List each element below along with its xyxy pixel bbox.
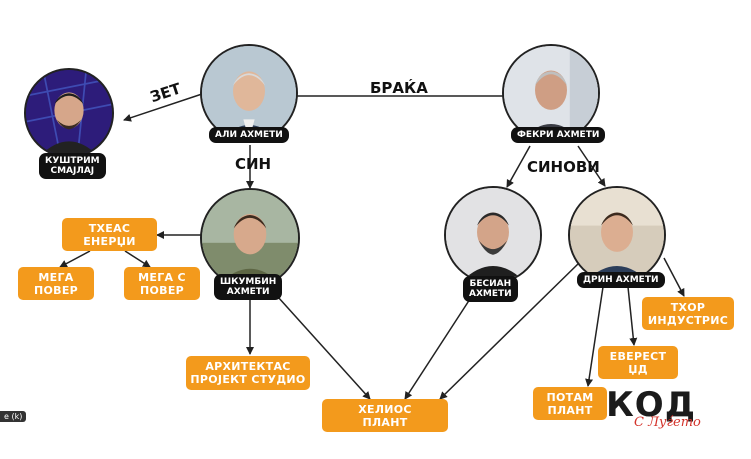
- company-potam-plant: ПОТАМ ПЛАНТ: [533, 387, 607, 420]
- name-badge-drin-ahmeti: ДРИН АХМЕТИ: [577, 272, 665, 288]
- company-everest-dd: ЕВЕРЕСТ ЏД: [598, 346, 678, 379]
- portrait-icon: [570, 188, 664, 282]
- company-architektas-project-studio: АРХИТЕКТАС ПРОЈЕКТ СТУДИО: [186, 356, 310, 390]
- person-name-line2: СМАЈЛАЈ: [50, 166, 95, 176]
- company-name-line2: ИНДУСТРИС: [647, 313, 729, 327]
- person-name: ФЕКРИ АХМЕТИ: [517, 130, 600, 140]
- edge-drin-thor: [663, 257, 685, 297]
- edge-theas-megas: [124, 250, 151, 268]
- company-name-line2: ПРОЈЕКТ СТУДИО: [190, 373, 306, 386]
- edge-drin-potam: [585, 286, 604, 387]
- name-badge-shkumbin-ahmeti: ШКУМБИН АХМЕТИ: [214, 274, 283, 300]
- portrait-icon: [202, 46, 296, 140]
- edge-drin-everest: [627, 286, 638, 346]
- company-name-line2: ПОВЕР: [33, 283, 79, 297]
- company-name-line2: ПЛАНТ: [547, 403, 593, 417]
- company-mega-power: МЕГА ПОВЕР: [18, 267, 94, 300]
- corner-tag: e (k): [0, 411, 27, 422]
- edge-ali-kushtrim: [123, 93, 203, 122]
- label-sons: СИНОВИ: [527, 158, 600, 176]
- kod-logo: КОД С Луѓето: [600, 385, 720, 445]
- person-name-line1: ШКУМБИН: [220, 277, 277, 287]
- company-helios-plant: ХЕЛИОС ПЛАНТ: [322, 399, 448, 432]
- portrait-icon: [504, 46, 598, 140]
- logo-script-text: С Луѓето: [634, 415, 701, 430]
- edge-besian-helios: [404, 298, 471, 400]
- photo-kushtrim-smajlaj: [24, 68, 114, 158]
- company-name-line2: ПЛАНТ: [362, 415, 408, 429]
- company-name-line2: ЕНЕРЏИ: [83, 234, 136, 248]
- label-brothers: БРАЌА: [370, 78, 428, 97]
- name-badge-kushtrim-smajlaj: КУШТРИМ СМАЈЛАЈ: [39, 153, 106, 179]
- company-name-line1: ТХЕАС: [88, 221, 131, 235]
- name-badge-ali-ahmeti: АЛИ АХМЕТИ: [209, 127, 289, 143]
- company-name-line2: ЏД: [628, 362, 648, 376]
- portrait-icon: [446, 188, 540, 282]
- name-badge-fekri-ahmeti: ФЕКРИ АХМЕТИ: [511, 127, 606, 143]
- company-name-line1: ХЕЛИОС: [358, 402, 412, 416]
- person-name-line2: АХМЕТИ: [226, 287, 270, 297]
- person-name-line1: БЕСИАН: [469, 279, 512, 289]
- photo-shkumbin-ahmeti: [200, 188, 300, 288]
- edge-shkumbin-helios: [277, 296, 371, 400]
- person-name-line1: КУШТРИМ: [45, 156, 100, 166]
- company-name-line1: МЕГА С: [138, 270, 186, 284]
- person-name-line2: АХМЕТИ: [469, 289, 512, 299]
- edge-fekri-drin: [577, 145, 606, 187]
- edge-fekri-besian: [506, 145, 531, 188]
- label-son: СИН: [235, 155, 271, 173]
- company-name-line1: МЕГА: [38, 270, 74, 284]
- edge-drin-helios: [439, 261, 581, 400]
- edge-theas-mega: [59, 250, 91, 268]
- company-thor-industries: ТХОР ИНДУСТРИС: [642, 297, 734, 330]
- name-badge-besian-ahmeti: БЕСИАН АХМЕТИ: [463, 276, 518, 302]
- company-name-line1: ТХОР: [670, 300, 706, 314]
- company-name-line1: АРХИТЕКТАС: [205, 360, 291, 373]
- company-name-line2: ПОВЕР: [139, 283, 185, 297]
- portrait-icon: [202, 190, 298, 286]
- photo-besian-ahmeti: [444, 186, 542, 284]
- company-theas-energy: ТХЕАС ЕНЕРЏИ: [62, 218, 157, 251]
- company-name-line1: ЕВЕРЕСТ: [609, 349, 667, 363]
- portrait-icon: [26, 70, 112, 156]
- photo-drin-ahmeti: [568, 186, 666, 284]
- company-mega-s-power: МЕГА С ПОВЕР: [124, 267, 200, 300]
- person-name: ДРИН АХМЕТИ: [583, 275, 659, 285]
- logo-main-text: КОД: [606, 385, 696, 425]
- company-name-line1: ПОТАМ: [546, 390, 594, 404]
- person-name: АЛИ АХМЕТИ: [215, 130, 283, 140]
